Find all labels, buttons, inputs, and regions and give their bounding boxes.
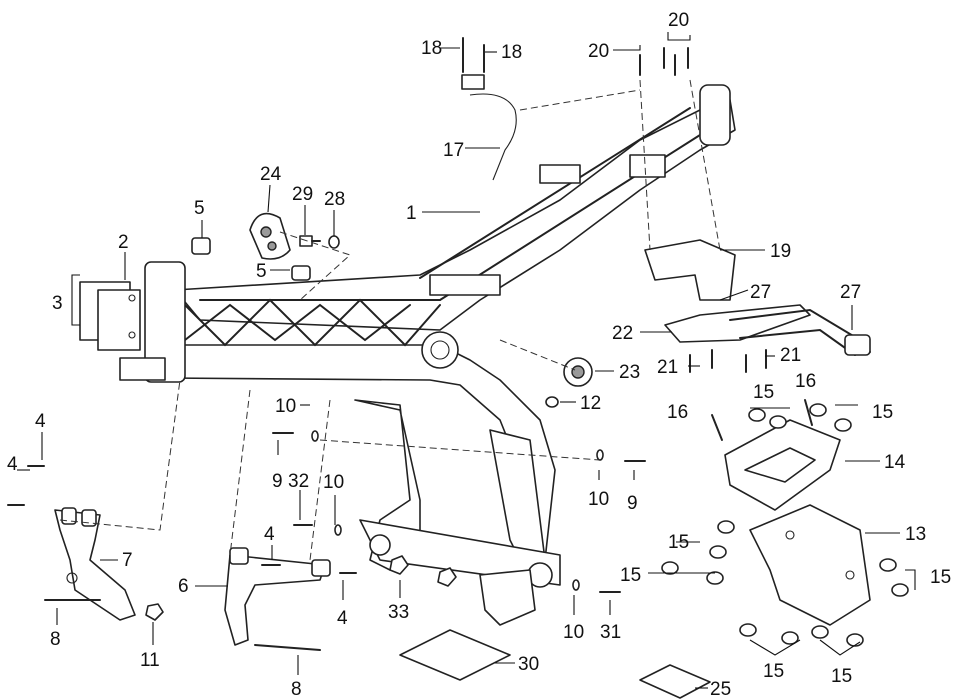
callout-28: 28 [324,189,345,210]
callout-18: 18 [501,42,522,63]
callout-15: 15 [620,565,641,586]
callout-4: 4 [35,411,46,432]
callout-11: 11 [140,650,160,671]
collar-6a [229,547,249,565]
callout-25: 25 [710,679,731,700]
callout-9: 9 [627,493,638,514]
callout-4: 4 [337,608,348,629]
callout-15: 15 [763,661,784,682]
callout-13: 13 [905,524,926,545]
leader-lines [17,32,916,689]
callout-4: 4 [264,524,275,545]
washer-28 [328,235,340,249]
callout-8: 8 [291,679,302,700]
assembly-lines [59,79,721,561]
callout-20: 20 [668,10,689,31]
callout-19: 19 [770,241,791,262]
fuel-tank-damper [249,212,291,260]
cable-17 [469,93,517,181]
washer-10a [311,430,319,442]
callout-32: 32 [288,471,309,492]
grommets-15 [661,403,909,647]
collar-7b [81,509,97,527]
callout-23: 23 [619,362,640,383]
callout-21: 21 [780,345,801,366]
callout-1: 1 [406,203,417,224]
callout-17: 17 [443,140,464,161]
washer-10d [572,579,580,591]
bolts-21 [689,349,767,373]
mudguard-bracket-13 [749,504,871,626]
callout-10: 10 [563,622,584,643]
callout-5: 5 [194,198,205,219]
callout-27: 27 [840,282,861,303]
callout-24: 24 [260,164,282,185]
bushing-mid [291,265,311,281]
callout-10: 10 [323,472,344,493]
battery-tray-14 [724,419,841,511]
bolt-8b [254,644,321,651]
callout-21: 21 [657,357,678,378]
footrest-bracket-6 [224,554,326,646]
callout-15: 15 [872,402,893,423]
callout-4: 4 [7,454,18,475]
callout-15: 15 [753,382,774,403]
collar-7a [61,507,77,525]
nut-11 [145,603,164,621]
footrest-bracket-7 [54,509,136,621]
pad-30 [399,629,511,681]
callout-15: 15 [930,567,951,588]
collar-6b [311,559,331,577]
pad-25 [639,664,711,699]
callout-22: 22 [612,323,633,344]
washer-10b [334,524,342,536]
callout-12: 12 [580,393,601,414]
callout-labels: 1 2 3 4 4 4 4 5 5 6 7 8 8 9 9 10 10 10 1… [7,10,951,700]
main-frame [119,84,736,626]
callout-10: 10 [588,489,609,510]
callout-10: 10 [275,396,296,417]
callout-27: 27 [750,282,771,303]
callout-2: 2 [118,232,129,253]
bolt-16b [804,399,813,426]
callout-31: 31 [600,622,621,643]
washer-12 [545,396,559,408]
callout-9: 9 [272,471,283,492]
callout-5: 5 [256,261,267,282]
callout-8: 8 [50,629,61,650]
nut-33a [389,555,409,575]
callout-15: 15 [831,666,852,687]
callout-29: 29 [292,184,313,205]
callout-7: 7 [122,550,133,571]
rear-damper [563,357,593,387]
cable-clip [461,74,485,90]
rear-bracket-19 [644,239,736,301]
callout-33: 33 [388,602,409,623]
callout-15: 15 [668,532,689,553]
front-bracket-plate [79,281,141,351]
callout-3: 3 [52,293,63,314]
callout-18: 18 [421,38,442,59]
callout-14: 14 [884,452,906,473]
nut-33b [437,567,457,587]
callout-16: 16 [667,402,688,423]
bolt-16a [711,414,723,441]
bushing-top [191,237,211,255]
rear-support-rails [664,304,871,356]
callout-30: 30 [518,654,539,675]
callout-16: 16 [795,371,816,392]
callout-6: 6 [178,576,189,597]
washer-10c [596,449,604,461]
callout-20: 20 [588,41,609,62]
